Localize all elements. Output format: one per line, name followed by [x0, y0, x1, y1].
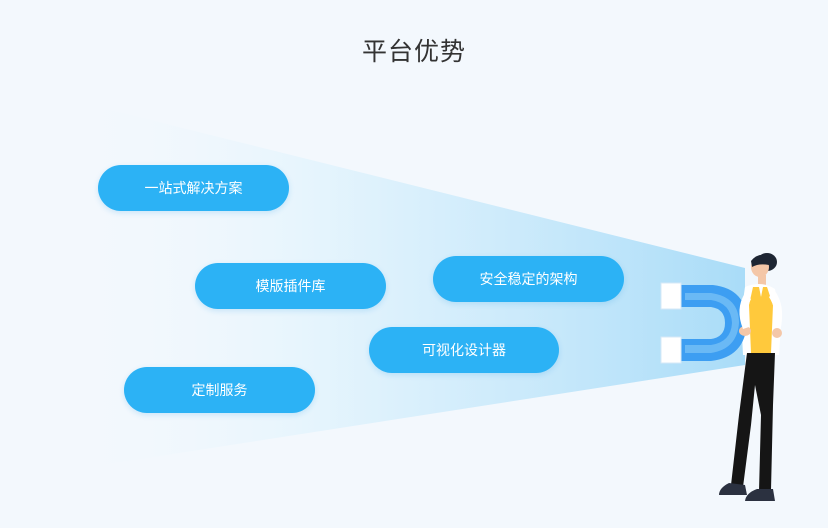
feature-template-plugin-library[interactable]: 模版插件库 [195, 263, 386, 309]
feature-custom-service[interactable]: 定制服务 [124, 367, 315, 413]
feature-one-stop-solution[interactable]: 一站式解决方案 [98, 165, 289, 211]
page-title: 平台优势 [361, 37, 466, 66]
feature-secure-stable-architecture[interactable]: 安全稳定的架构 [433, 256, 624, 302]
person-with-magnet-icon [660, 253, 783, 501]
feature-visual-designer[interactable]: 可视化设计器 [369, 327, 559, 373]
